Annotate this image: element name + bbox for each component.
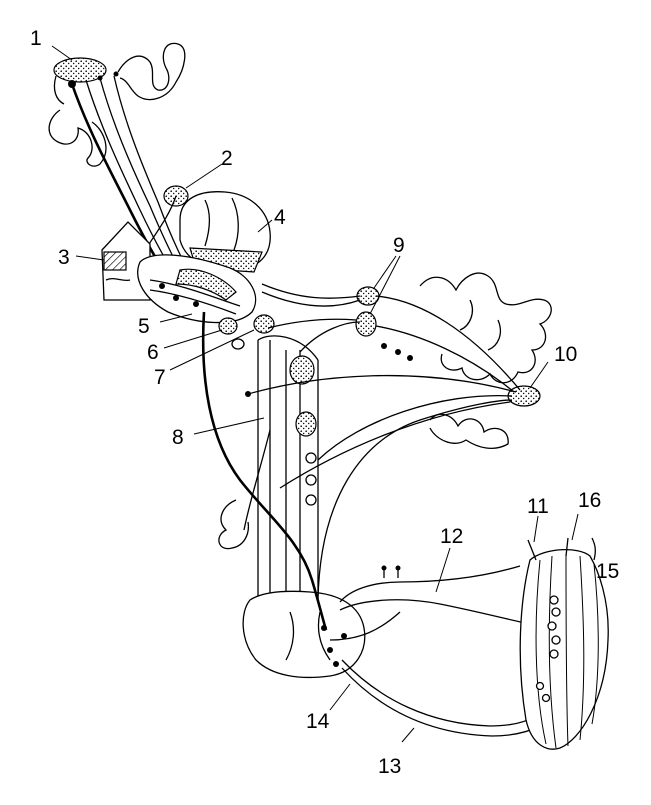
- peripheral-nerves: [329, 565, 541, 737]
- label-11: 11: [527, 495, 549, 518]
- cortical-area-1: [53, 57, 107, 83]
- label-9: 9: [393, 234, 405, 257]
- label-14: 14: [306, 710, 330, 733]
- cerebellum: [419, 272, 552, 450]
- labels: 1 2 3 4 5 6 7 8 9 10 11 12 13 14 15 16: [30, 27, 619, 778]
- structure-7: [253, 314, 275, 334]
- label-16: 16: [578, 489, 601, 512]
- label-5: 5: [138, 315, 150, 338]
- label-13: 13: [378, 755, 401, 778]
- label-leaders: [51, 45, 579, 743]
- label-10: 10: [554, 343, 577, 366]
- label-4: 4: [274, 206, 286, 229]
- label-8: 8: [172, 426, 184, 449]
- structure-6: [218, 317, 238, 335]
- structure-9: [355, 286, 413, 361]
- spinal-cord-cross-section: [242, 590, 366, 679]
- label-15: 15: [596, 560, 619, 583]
- spinal-cord-column: [257, 335, 319, 600]
- label-2: 2: [221, 147, 233, 170]
- label-6: 6: [147, 341, 159, 364]
- cerebral-cortex: [48, 42, 186, 167]
- brainstem-nuclei: [137, 254, 275, 350]
- label-12: 12: [440, 525, 463, 548]
- descending-fibres: [201, 311, 328, 631]
- muscle: [519, 537, 609, 750]
- structure-10: [507, 385, 541, 407]
- label-3: 3: [58, 246, 70, 269]
- label-7: 7: [154, 366, 166, 389]
- label-1: 1: [30, 27, 42, 50]
- cerebellar-pathways: [245, 283, 521, 601]
